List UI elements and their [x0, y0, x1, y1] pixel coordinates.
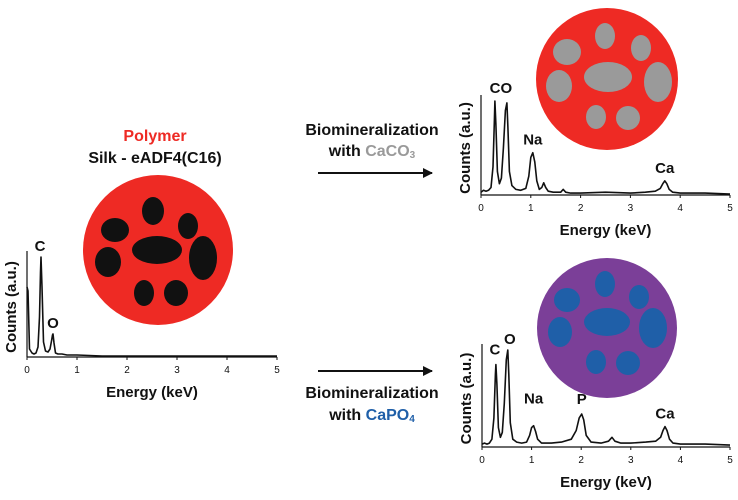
- x-tick-label: 2: [578, 455, 584, 466]
- x-tick-label: 0: [24, 365, 30, 376]
- peak-label-c: C: [489, 342, 500, 359]
- capo4-inclusion-center: [584, 308, 630, 336]
- step-bottom-with: with: [329, 407, 366, 424]
- spectrum-line: [480, 100, 731, 195]
- step-top-with: with: [328, 143, 366, 160]
- step-top-line1: Biomineralization: [305, 122, 439, 139]
- capo4-inclusion: [616, 351, 640, 375]
- x-tick-label: 1: [528, 203, 534, 214]
- x-axis-title: Energy (keV): [560, 474, 652, 491]
- capo4-inclusion: [629, 285, 649, 309]
- step-bottom-line1: Biomineralization: [305, 385, 439, 402]
- capo4-inclusion: [548, 317, 572, 347]
- y-axis-title: Counts (a.u.): [457, 102, 474, 194]
- capo4-formula-base: CaPO: [365, 407, 410, 424]
- inclusion-center: [132, 236, 182, 264]
- caco3-inclusion: [616, 106, 640, 130]
- caco3-formula-base: CaCO: [365, 143, 410, 160]
- x-tick-label: 4: [224, 365, 230, 376]
- spectrum-line: [481, 349, 731, 446]
- caco3-particle-icon: [536, 8, 678, 150]
- x-tick-label: 3: [628, 455, 634, 466]
- caco3-formula: CaCO3: [365, 143, 416, 161]
- capo4-particle-icon: [537, 258, 677, 398]
- inclusion: [189, 236, 217, 280]
- polymer-particle-icon: [83, 175, 233, 325]
- x-tick-label: 4: [678, 455, 684, 466]
- peak-label-ca: Ca: [655, 160, 675, 177]
- polymer-title: Polymer: [123, 128, 187, 145]
- caco3-formula-sub: 3: [409, 150, 416, 161]
- peak-label-c: C: [35, 238, 46, 255]
- peak-label-p: P: [577, 391, 587, 408]
- peak-label-ca: Ca: [655, 406, 675, 423]
- x-axis-title: Energy (keV): [560, 222, 652, 239]
- spectrum-line: [26, 256, 277, 357]
- inclusion: [178, 213, 198, 239]
- inclusion: [142, 197, 164, 225]
- inclusion: [95, 247, 121, 277]
- inclusion: [101, 218, 129, 242]
- caco3-inclusion: [595, 23, 615, 49]
- x-tick-label: 3: [174, 365, 180, 376]
- x-tick-label: 1: [74, 365, 80, 376]
- inclusion: [164, 280, 188, 306]
- polymer-name: Silk - eADF4(C16): [88, 150, 222, 167]
- x-tick-label: 2: [578, 203, 584, 214]
- caco3-inclusion: [631, 35, 651, 61]
- capo4-formula-sub: 4: [409, 414, 415, 425]
- x-tick-label: 2: [124, 365, 130, 376]
- peak-label-o: O: [47, 315, 59, 332]
- x-tick-label: 3: [628, 203, 634, 214]
- step-bottom-line2: with CaPO4: [292, 407, 452, 425]
- x-tick-label: 5: [727, 203, 733, 214]
- caco3-inclusion: [644, 62, 672, 102]
- peak-label-co: CO: [490, 80, 513, 97]
- inclusion: [134, 280, 154, 306]
- x-tick-label: 4: [677, 203, 683, 214]
- caco3-inclusion: [586, 105, 606, 129]
- y-axis-title: Counts (a.u.): [3, 261, 20, 353]
- caco3-inclusion-center: [584, 62, 632, 92]
- x-tick-label: 5: [727, 455, 733, 466]
- x-tick-label: 0: [478, 203, 484, 214]
- x-axis-title: Energy (keV): [106, 384, 198, 401]
- x-tick-label: 5: [274, 365, 280, 376]
- x-tick-label: 1: [529, 455, 535, 466]
- caco3-inclusion: [553, 39, 581, 65]
- step-top-line2: with CaCO3: [292, 143, 452, 161]
- caco3-inclusion: [546, 70, 572, 102]
- peak-label-o: O: [504, 331, 516, 348]
- y-axis-title: Counts (a.u.): [458, 353, 475, 445]
- x-tick-label: 0: [479, 455, 485, 466]
- peak-label-na: Na: [524, 391, 544, 408]
- capo4-formula: CaPO4: [365, 407, 415, 425]
- capo4-inclusion: [554, 288, 580, 312]
- capo4-inclusion: [639, 308, 667, 348]
- capo4-inclusion: [595, 271, 615, 297]
- capo4-inclusion: [586, 350, 606, 374]
- peak-label-na: Na: [523, 132, 543, 149]
